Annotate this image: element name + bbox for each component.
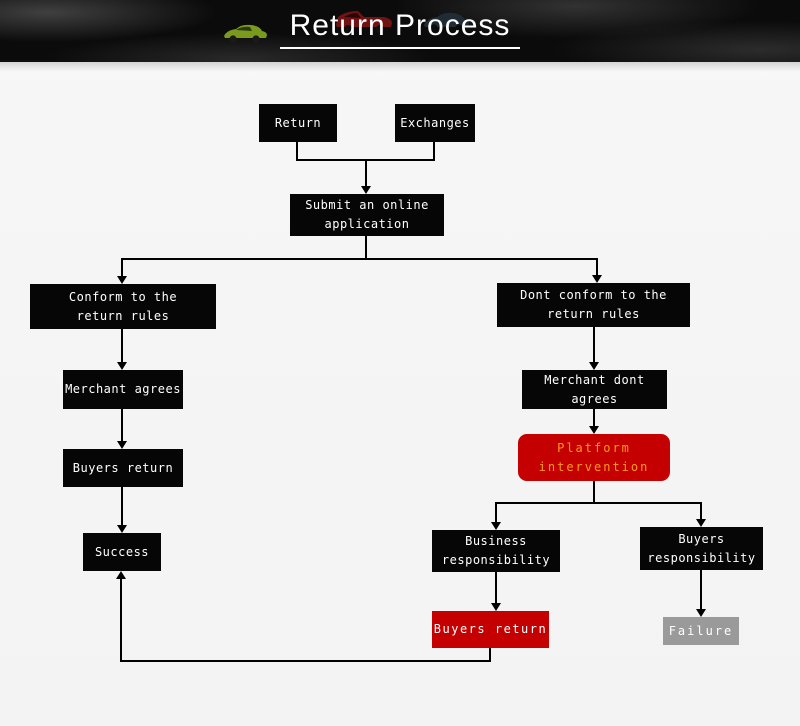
node-buyers-return-red: Buyers return (432, 611, 549, 648)
node-platform-intervention: Platform intervention (518, 434, 670, 481)
arrow-down-icon (117, 441, 127, 449)
connector-line (121, 258, 598, 260)
page-title: Return Process (279, 9, 521, 49)
node-business-responsibility: Business responsibility (432, 530, 560, 572)
connector-line (700, 502, 702, 520)
connector-line (593, 327, 595, 363)
connector-line (495, 502, 497, 523)
title-wrap: Return Process (0, 9, 800, 49)
node-merchant-dont-agree: Merchant dont agrees (522, 370, 667, 409)
node-exchanges: Exchanges (395, 104, 475, 142)
connector-line (593, 409, 595, 427)
node-dont-conform-rules: Dont conform to the return rules (497, 283, 690, 327)
connector-line (121, 409, 123, 442)
connector-line (365, 159, 367, 187)
arrow-down-icon (117, 362, 127, 370)
node-buyers-return: Buyers return (63, 449, 183, 487)
green-car-icon (224, 24, 267, 43)
connector-line (120, 579, 122, 662)
arrow-down-icon (491, 603, 501, 611)
connector-line (495, 502, 702, 504)
dark-car-icon (424, 12, 469, 32)
arrow-down-icon (696, 609, 706, 617)
arrow-down-icon (117, 525, 127, 533)
node-return: Return (259, 104, 337, 142)
node-buyers-responsibility: Buyers responsibility (640, 527, 763, 570)
arrow-down-icon (592, 275, 602, 283)
node-success: Success (83, 533, 161, 571)
arrow-down-icon (361, 186, 371, 194)
connector-line (495, 572, 497, 604)
connector-line (296, 142, 298, 161)
node-merchant-agrees: Merchant agrees (63, 370, 183, 409)
header-banner: Return Process (0, 0, 800, 72)
arrow-down-icon (696, 519, 706, 527)
arrow-down-icon (491, 522, 501, 530)
connector-line (121, 487, 123, 526)
connector-line (121, 258, 123, 277)
connector-line (365, 236, 367, 260)
connector-line (700, 570, 702, 610)
connector-line (433, 142, 435, 161)
arrow-up-icon (116, 571, 126, 579)
connector-line (489, 648, 491, 662)
node-failure: Failure (663, 617, 739, 645)
arrow-down-icon (117, 276, 127, 284)
red-truck-icon (336, 11, 392, 33)
connector-line (120, 660, 491, 662)
connector-line (121, 329, 123, 363)
arrow-down-icon (589, 426, 599, 434)
node-submit-application: Submit an online application (290, 194, 444, 236)
connector-line (593, 481, 595, 504)
connector-line (596, 258, 598, 276)
arrow-down-icon (589, 362, 599, 370)
node-conform-rules: Conform to the return rules (30, 284, 216, 329)
